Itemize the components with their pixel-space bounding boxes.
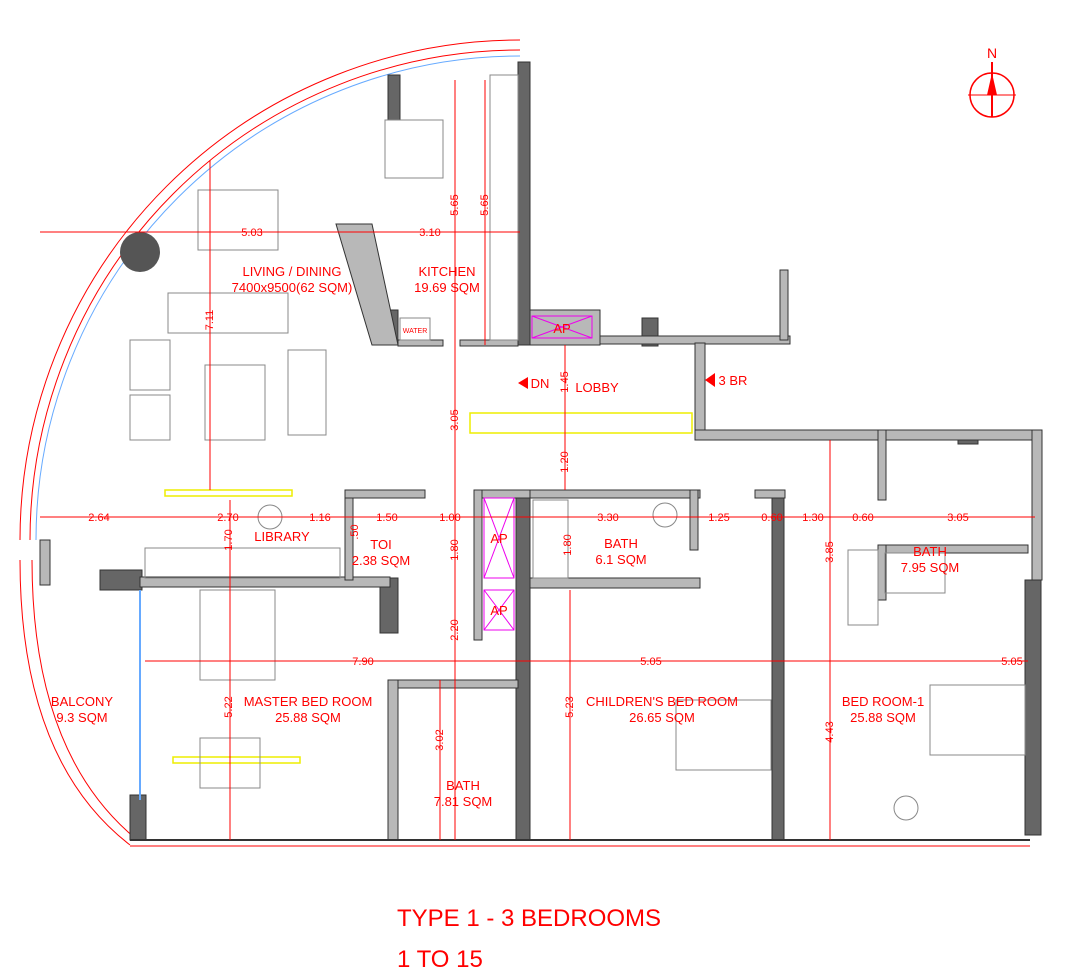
dimension-label: 1.80 — [449, 539, 461, 560]
north-arrow-icon: N — [968, 45, 1016, 118]
dimension-label: 5.22 — [223, 696, 235, 717]
room-name: BALCONY — [51, 694, 113, 709]
water-label: WATER — [403, 328, 428, 335]
dimension-label: 1.80 — [562, 534, 574, 555]
dimension-label: 2.64 — [88, 512, 109, 524]
room-area: 26.65 SQM — [629, 710, 695, 725]
shaft-label: AP — [490, 603, 507, 618]
dimension-label: 3.05 — [947, 512, 968, 524]
dimension-label: 7.11 — [204, 310, 216, 331]
dimension-label: 1.70 — [223, 529, 235, 550]
dimension-label: 2.20 — [449, 619, 461, 640]
room-area: 7.95 SQM — [901, 560, 960, 575]
down-arrow-icon — [518, 377, 528, 389]
room-name: BATH — [604, 536, 638, 551]
dimension-label: 2.70 — [217, 512, 238, 524]
dimension-label: 5.23 — [564, 696, 576, 717]
shaft-label: AP — [490, 531, 507, 546]
room-area: 25.88 SQM — [850, 710, 916, 725]
dimension-label: 1.25 — [708, 512, 729, 524]
dimension-label: 1.45 — [559, 371, 571, 392]
room-name: LIVING / DINING — [243, 264, 342, 279]
dimension-label: 1.50 — [376, 512, 397, 524]
room-name: BATH — [446, 778, 480, 793]
room-area: 19.69 SQM — [414, 280, 480, 295]
entry-label: 3 BR — [719, 373, 748, 388]
dimension-label: .50 — [349, 524, 361, 539]
room-name: MASTER BED ROOM — [244, 694, 373, 709]
dimension-label: 5.05 — [640, 656, 661, 668]
dimension-label: 1.16 — [309, 512, 330, 524]
dimension-label: 1.30 — [802, 512, 823, 524]
shafts: AP AP AP — [483, 315, 593, 631]
dimension-label: 3.05 — [449, 409, 461, 430]
markers: DN 3 BR WATER N — [399, 45, 1016, 391]
room-name: BED ROOM-1 — [842, 694, 924, 709]
dimension-label: 3.02 — [434, 729, 446, 750]
structure — [19, 39, 1043, 847]
room-name: BATH — [913, 544, 947, 559]
room-area: 7.81 SQM — [434, 794, 493, 809]
dimension-label: 3.10 — [419, 227, 440, 239]
room-area: 7400x9500(62 SQM) — [232, 280, 353, 295]
room-area: 25.88 SQM — [275, 710, 341, 725]
room-area: 6.1 SQM — [595, 552, 646, 567]
room-name: CHILDREN'S BED ROOM — [586, 694, 738, 709]
dimension-label: 5.65 — [479, 194, 491, 215]
dimension-label: 4.43 — [824, 721, 836, 742]
plan-title: TYPE 1 - 3 BEDROOMS — [397, 905, 661, 932]
north-label: N — [987, 45, 997, 61]
dimension-label: 3.30 — [597, 512, 618, 524]
dimension-label: 7.90 — [352, 656, 373, 668]
dimension-labels: 5.03 3.10 5.65 5.65 7.11 3.05 1.45 1.20 2.64 2.70… — [88, 194, 1022, 750]
dimension-label: 5.03 — [241, 227, 262, 239]
dimension-label: 0.60 — [852, 512, 873, 524]
plan-subtitle: 1 TO 15 — [397, 946, 483, 973]
entry-arrow-icon — [705, 373, 715, 387]
down-label: DN — [531, 376, 550, 391]
room-name: KITCHEN — [418, 264, 475, 279]
dimension-lines — [40, 80, 1035, 840]
dimension-label: 5.65 — [449, 194, 461, 215]
furniture — [120, 74, 1026, 821]
dimension-label: 0.60 — [761, 512, 782, 524]
room-name: TOI — [370, 537, 391, 552]
shaft-label: AP — [553, 321, 570, 336]
dimension-label: 3.85 — [824, 541, 836, 562]
dimension-label: 1.20 — [559, 451, 571, 472]
room-area: 9.3 SQM — [56, 710, 107, 725]
room-area: 2.38 SQM — [352, 553, 411, 568]
dimension-label: 1.00 — [439, 512, 460, 524]
room-name: LIBRARY — [254, 529, 310, 544]
dimension-label: 5.05 — [1001, 656, 1022, 668]
room-name: LOBBY — [575, 380, 619, 395]
